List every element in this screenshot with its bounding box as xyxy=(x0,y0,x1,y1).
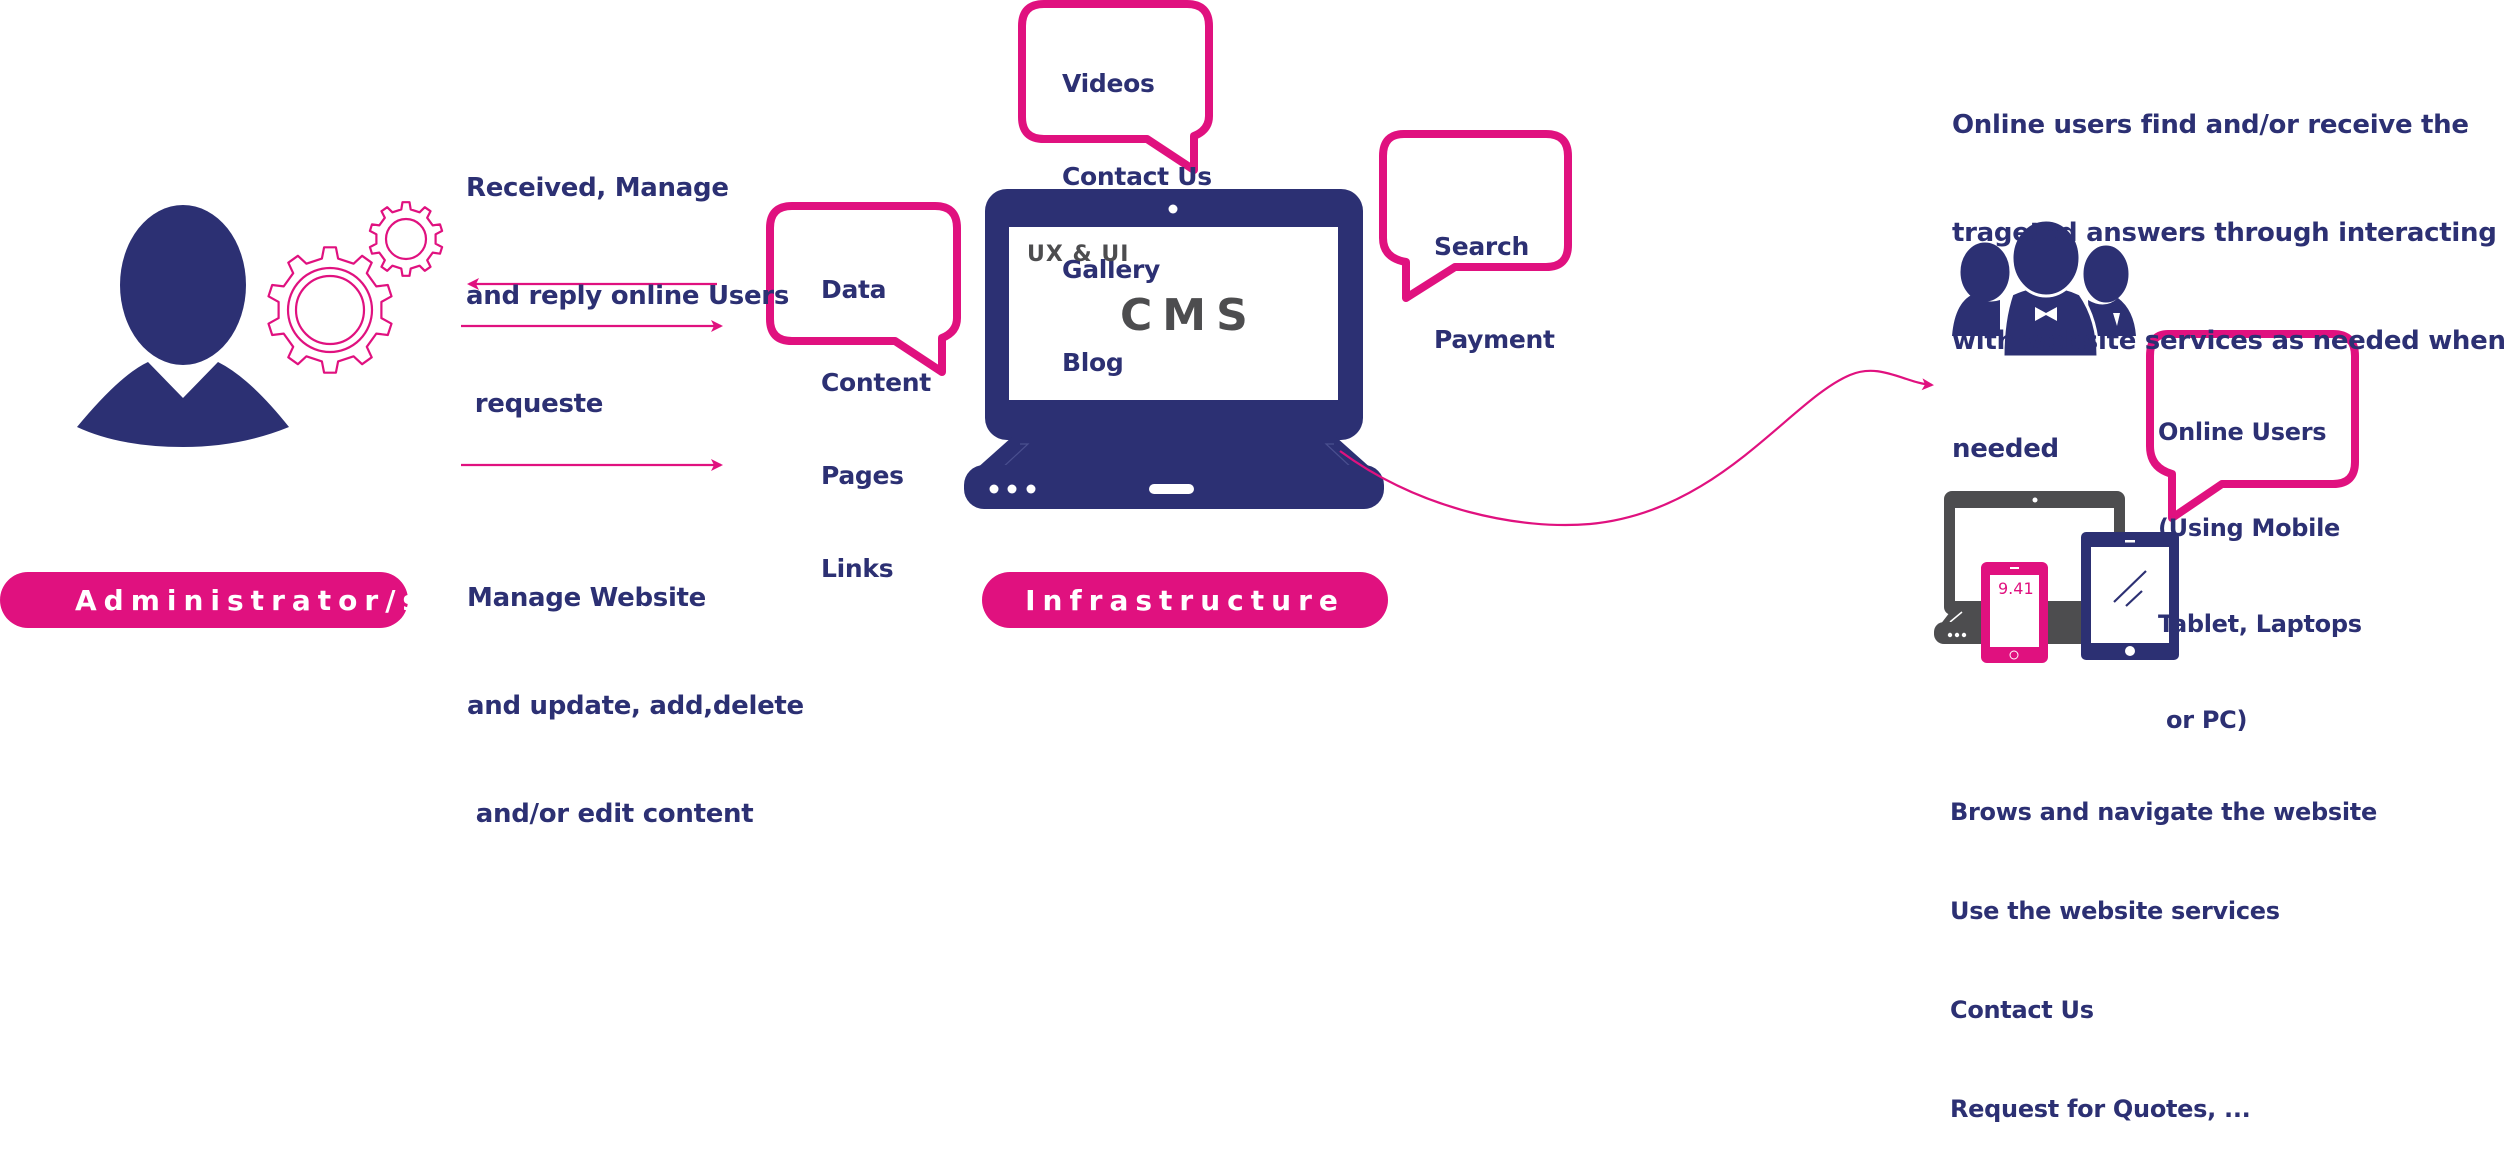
online-users-actions: Brows and navigate the website Use the w… xyxy=(1950,730,2377,1159)
action-line: Use the website services xyxy=(1950,897,2280,925)
users-group-icon xyxy=(1952,218,2136,359)
infrastructure-label: Infrastructure xyxy=(982,572,1388,628)
bubble-line: or PC) xyxy=(2158,706,2248,734)
bubble-line: Contact Us xyxy=(1062,162,1212,191)
administrator-label: Administrator/s xyxy=(0,572,419,628)
bubble-line: Blog xyxy=(1062,348,1124,377)
administrator-person-icon xyxy=(77,205,289,447)
large-gear-icon xyxy=(267,246,393,374)
note-line: Manage Website xyxy=(467,583,707,613)
description-line: with website services as needed when xyxy=(1952,326,2506,356)
diagram-graphics xyxy=(77,0,2359,663)
administrator-label-text: Administrator/s xyxy=(75,583,427,617)
bubble-search-payment-text: Search Payment xyxy=(1434,169,1555,386)
description-line: needed xyxy=(1952,434,2059,464)
action-line: Request for Quotes, ... xyxy=(1950,1095,2251,1123)
cms-laptop-icon xyxy=(964,189,1384,509)
bubble-data-content-text: Data Content Pages Links xyxy=(821,212,931,615)
phone-time: 9.41 xyxy=(1998,579,2034,598)
phone-device-icon xyxy=(1981,562,2048,663)
bubble-line: Gallery xyxy=(1062,255,1161,284)
infrastructure-label-text: Infrastructure xyxy=(1025,583,1345,617)
bubble-line: Payment xyxy=(1434,325,1555,354)
gears-icon xyxy=(267,201,444,374)
note-line: requeste xyxy=(466,389,604,419)
bubble-line: Content xyxy=(821,368,931,397)
note-line: Received, Manage xyxy=(466,173,729,203)
bubble-media-pages xyxy=(1018,0,1213,174)
action-line: Contact Us xyxy=(1950,996,2094,1024)
online-users-description: Online users find and/or receive the tra… xyxy=(1952,35,2506,503)
bubble-media-pages-text: Videos Contact Us Gallery Blog xyxy=(1062,6,1212,409)
bubble-line: Tablet, Laptops xyxy=(2158,610,2362,638)
note-line: and update, add,delete xyxy=(467,691,804,721)
bubble-line: Videos xyxy=(1062,69,1155,98)
bubble-line: Links xyxy=(821,554,894,583)
note-line: and reply online Users xyxy=(466,281,790,311)
note-line: and/or edit content xyxy=(467,799,754,829)
bubble-search-payment xyxy=(1379,130,1572,302)
bubble-line: Data xyxy=(821,275,887,304)
arrow-cms-to-users xyxy=(1339,369,1934,527)
description-line: trageted answers through interacting xyxy=(1952,218,2497,248)
small-gear-icon xyxy=(368,201,444,277)
bubble-data-content xyxy=(766,202,961,376)
bubble-line: Search xyxy=(1434,232,1529,261)
admin-request-note: Received, Manage and reply online Users … xyxy=(466,98,789,458)
laptop-screen-title: CMS xyxy=(1120,290,1258,341)
devices-icon xyxy=(1934,491,2179,663)
admin-manage-note: Manage Website and update, add,delete an… xyxy=(467,508,804,868)
bubble-line: Pages xyxy=(821,461,904,490)
bubble-online-users xyxy=(2146,330,2359,522)
action-line: Brows and navigate the website xyxy=(1950,798,2377,826)
description-line: Online users find and/or receive the xyxy=(1952,110,2469,140)
laptop-screen-subtitle: UX & UI xyxy=(1027,242,1130,267)
bubble-line: (Using Mobile xyxy=(2158,514,2340,542)
bubble-line: Online Users xyxy=(2158,418,2327,446)
tablet-device-icon xyxy=(2081,532,2179,660)
bubble-online-users-text: Online Users (Using Mobile Tablet, Lapto… xyxy=(2158,352,2362,768)
